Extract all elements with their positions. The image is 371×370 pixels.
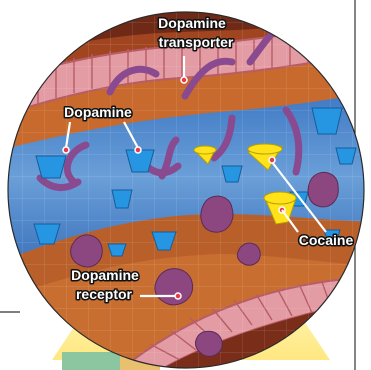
label-dopamine: Dopamine: [64, 104, 132, 120]
label-receptor-line2: receptor: [76, 286, 133, 302]
label-receptor-line1: Dopamine: [71, 267, 139, 283]
label-transporter-line1: Dopamine: [158, 15, 226, 31]
label-transporter-line2: transporter: [159, 34, 234, 50]
label-cocaine: Cocaine: [299, 232, 354, 248]
